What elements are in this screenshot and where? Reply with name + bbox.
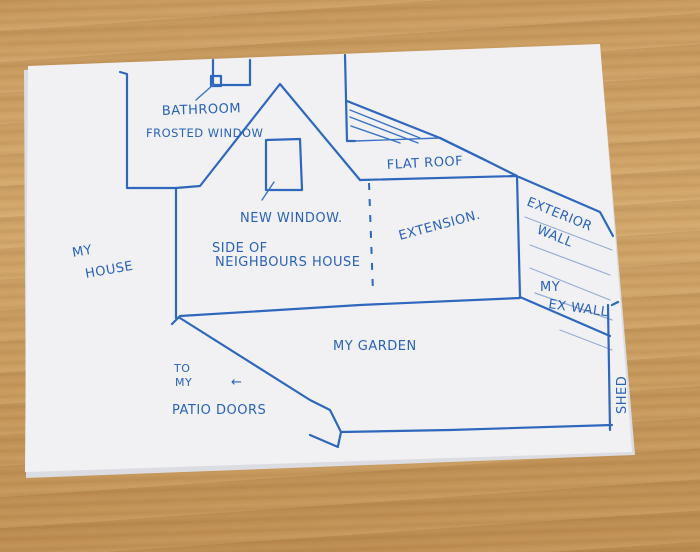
label-to-my: MY: [175, 376, 192, 389]
new-window-pointer: [261, 181, 275, 201]
bathroom-block: [211, 58, 252, 87]
new-window: [264, 137, 304, 192]
label-new-window: NEW WINDOW.: [240, 211, 343, 226]
neighbours-house-gable: [174, 82, 362, 190]
bathroom-pointer: [195, 83, 215, 101]
paper-sheet: [25, 44, 632, 472]
label-my-house-1: MY: [71, 243, 93, 261]
label-neighbours-house: NEIGHBOURS HOUSE: [215, 255, 360, 270]
arrow-left-icon: ←: [231, 375, 242, 390]
label-patio-doors: PATIO DOORS: [172, 403, 266, 418]
label-to: TO: [173, 362, 190, 375]
dashed-boundary: [368, 182, 374, 293]
shed-outline: [606, 300, 620, 432]
extension-block: [515, 174, 522, 299]
label-bathroom: BATHROOM: [162, 101, 242, 119]
flat-roof-outline: [358, 136, 519, 182]
label-side-of: SIDE OF: [212, 241, 268, 256]
bathroom-frosted-window: [209, 74, 223, 88]
label-my-garden: MY GARDEN: [333, 339, 417, 354]
garden-outline: [170, 296, 614, 449]
label-shed: SHED: [615, 376, 630, 414]
roof-hatching: [349, 109, 441, 144]
my-house-outline: [118, 70, 178, 320]
exterior-wall-base: [518, 295, 612, 338]
label-frosted-window: FROSTED WINDOW: [146, 126, 263, 140]
label-my-ex-wall-1: MY: [540, 280, 560, 295]
label-flat-roof: FLAT ROOF: [386, 154, 463, 173]
exterior-wall-outline: [517, 175, 615, 238]
neighbour-extension-wall: [343, 53, 357, 143]
exterior-wall-lines: [524, 216, 613, 351]
